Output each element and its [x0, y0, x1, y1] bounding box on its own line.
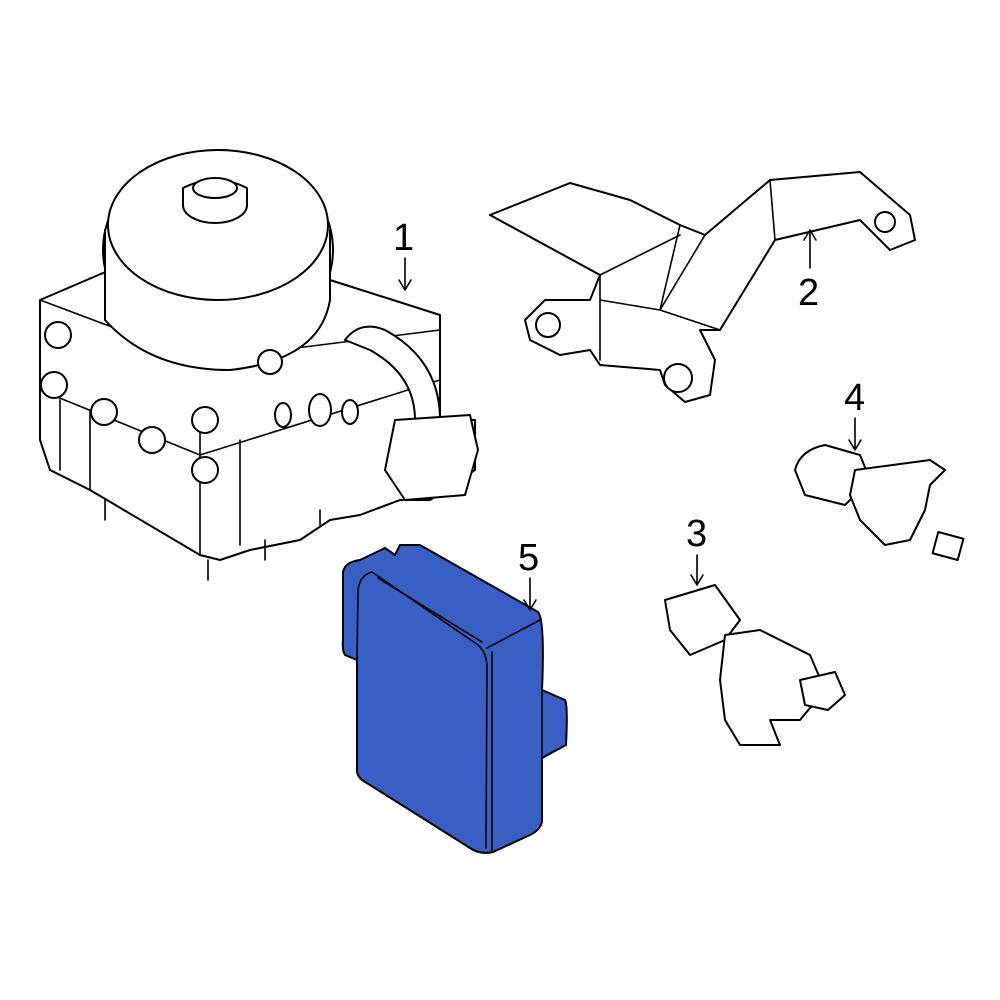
- svg-text:2: 2: [798, 272, 819, 314]
- svg-text:5: 5: [518, 537, 539, 579]
- part-sensor-3[interactable]: [664, 584, 846, 746]
- part-bracket[interactable]: [489, 171, 916, 403]
- callout-3: 3: [686, 513, 707, 586]
- callout-4: 4: [844, 377, 865, 451]
- svg-text:4: 4: [844, 377, 865, 419]
- part-control-module[interactable]: [341, 544, 568, 854]
- callout-2: 2: [798, 229, 819, 314]
- callout-5: 5: [518, 537, 539, 611]
- svg-text:1: 1: [393, 217, 414, 259]
- svg-text:3: 3: [686, 513, 707, 555]
- bolt-heads: [40, 321, 359, 484]
- part-sensor-4[interactable]: [794, 444, 965, 561]
- callout-1: 1: [393, 217, 414, 291]
- part-abs-unit[interactable]: [39, 149, 479, 581]
- module-back-tab: [341, 544, 568, 854]
